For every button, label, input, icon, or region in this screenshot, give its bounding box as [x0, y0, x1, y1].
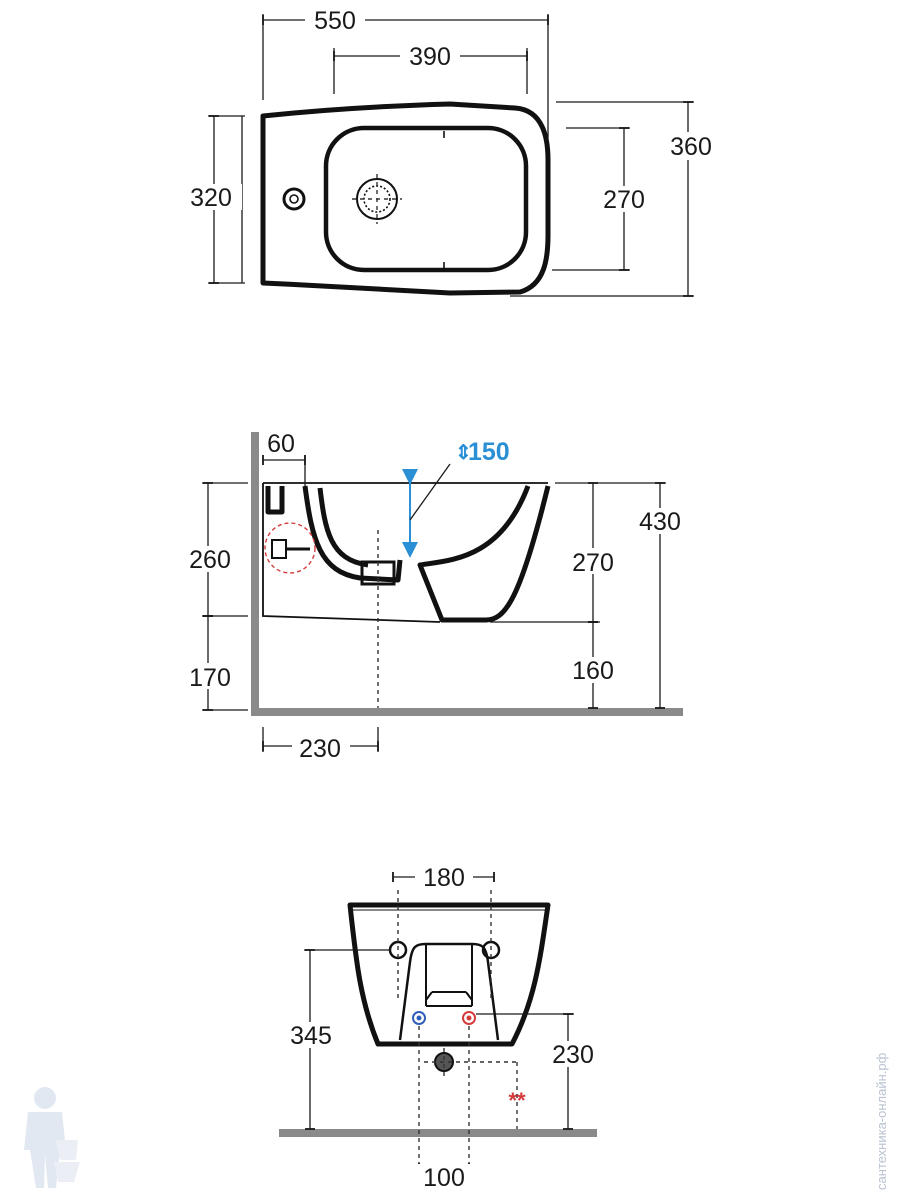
watermark-logo	[24, 1087, 80, 1188]
note-mark: **	[508, 1088, 526, 1113]
dim-adjustment: 150	[468, 438, 510, 466]
dim-overall-width: 360	[670, 133, 712, 161]
adjustment-arrow-icon: ⇕	[455, 442, 472, 464]
floor	[251, 708, 683, 716]
rear-view: 180 345 230 100 **	[279, 864, 602, 1192]
rear-floor	[279, 1129, 597, 1137]
top-view: 550 390 320 270 360	[184, 7, 722, 297]
dim-front-clearance: 160	[572, 657, 614, 685]
top-view-bowl	[323, 125, 529, 273]
dim-floor-clearance: 170	[189, 664, 231, 692]
tap-hole	[282, 187, 306, 211]
waste-outlet	[356, 178, 398, 220]
top-view-outline	[260, 101, 551, 296]
dim-wall-offset: 60	[267, 430, 295, 458]
side-view: 60 ⇕ 150 260 170 270 160 430	[182, 430, 690, 763]
watermark-text: сантехника-онлайн.рф	[874, 1052, 889, 1190]
dim-total-height: 430	[639, 508, 681, 536]
dim-fixing-spacing: 180	[423, 864, 465, 892]
dim-overall-length: 550	[314, 7, 356, 35]
dim-waste-offset: 230	[299, 735, 341, 763]
dim-waste-spacing: 100	[423, 1164, 465, 1192]
dim-supply-height: 230	[552, 1041, 594, 1069]
dim-body-height: 260	[189, 546, 231, 574]
dim-bowl-width: 270	[603, 186, 645, 214]
rear-view-outline	[347, 902, 551, 1047]
wall	[251, 432, 259, 716]
dim-bowl-length: 390	[409, 43, 451, 71]
dim-front-height: 270	[572, 549, 614, 577]
dim-fixing-height: 345	[290, 1022, 332, 1050]
dim-rear-width: 320	[190, 184, 232, 212]
